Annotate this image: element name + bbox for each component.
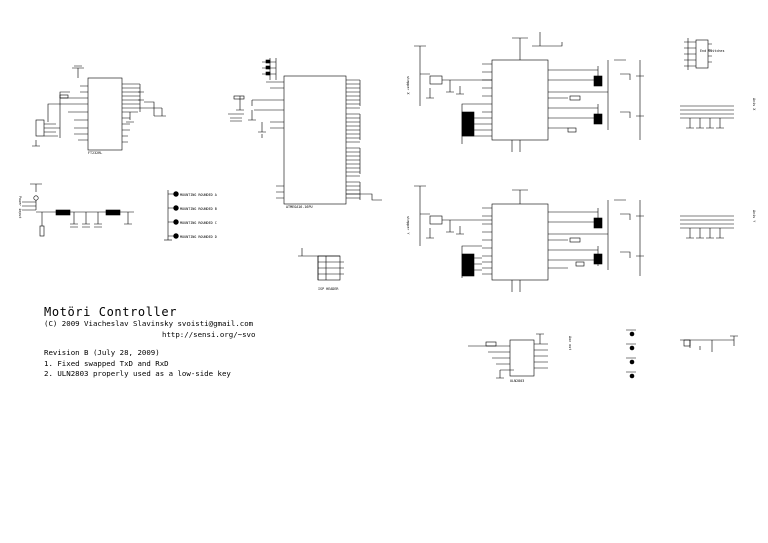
uln2803-block (468, 333, 548, 379)
copyright-line: (C) 2009 Viacheslav Slavinsky svoisti@gm… (44, 319, 254, 328)
mount-label-c: MOUNTING ROUNDED C (180, 221, 217, 225)
aux-connectors (626, 329, 636, 379)
usb-chip-label: FT232RL (88, 151, 102, 155)
axis-x-label: Axis X (752, 98, 756, 111)
power-output-block (680, 335, 738, 352)
mount-label-b: MOUNTING ROUNDED B (180, 207, 217, 211)
isp-label: ISP HEADER (318, 287, 339, 291)
isp-header (298, 248, 344, 281)
power-input-label: Power input (18, 196, 22, 219)
end-switches-block (684, 38, 712, 70)
mcu-label: ATMEGA16-16PU (286, 205, 313, 209)
aux-out-label: Aux out (568, 336, 572, 351)
axis-y-header (680, 215, 734, 239)
uln-label: ULN2803 (510, 379, 524, 383)
author-url: http://sensi.org/~svo (162, 329, 256, 339)
title-block: Motöri Controller (C) 2009 Viacheslav Sl… (44, 305, 255, 380)
stepper-x-label: stepper X (406, 76, 410, 95)
mount-label-d: MOUNTING ROUNDED D (180, 235, 217, 239)
usb-block (32, 65, 166, 151)
mount-label-a: MOUNTING ROUNDED A (180, 193, 217, 197)
axis-y-label: Axis Y (752, 210, 756, 223)
stepper-y-label: stepper Y (406, 216, 410, 235)
driver-1-block (414, 32, 644, 152)
power-input-block (22, 183, 134, 237)
driver-2-block (414, 185, 644, 292)
schematic-title: Motöri Controller (44, 305, 178, 319)
mounting-pads (164, 190, 179, 241)
mcu-block (228, 58, 382, 205)
note-2: 2. ULN2803 properly used as a low-side k… (44, 369, 231, 379)
end-switches-label: End Switches (700, 49, 725, 53)
note-1: 1. Fixed swapped TxD and RxD (44, 358, 169, 368)
axis-x-header (680, 105, 734, 129)
revision-line: Revision B (July 28, 2009) (44, 348, 160, 358)
